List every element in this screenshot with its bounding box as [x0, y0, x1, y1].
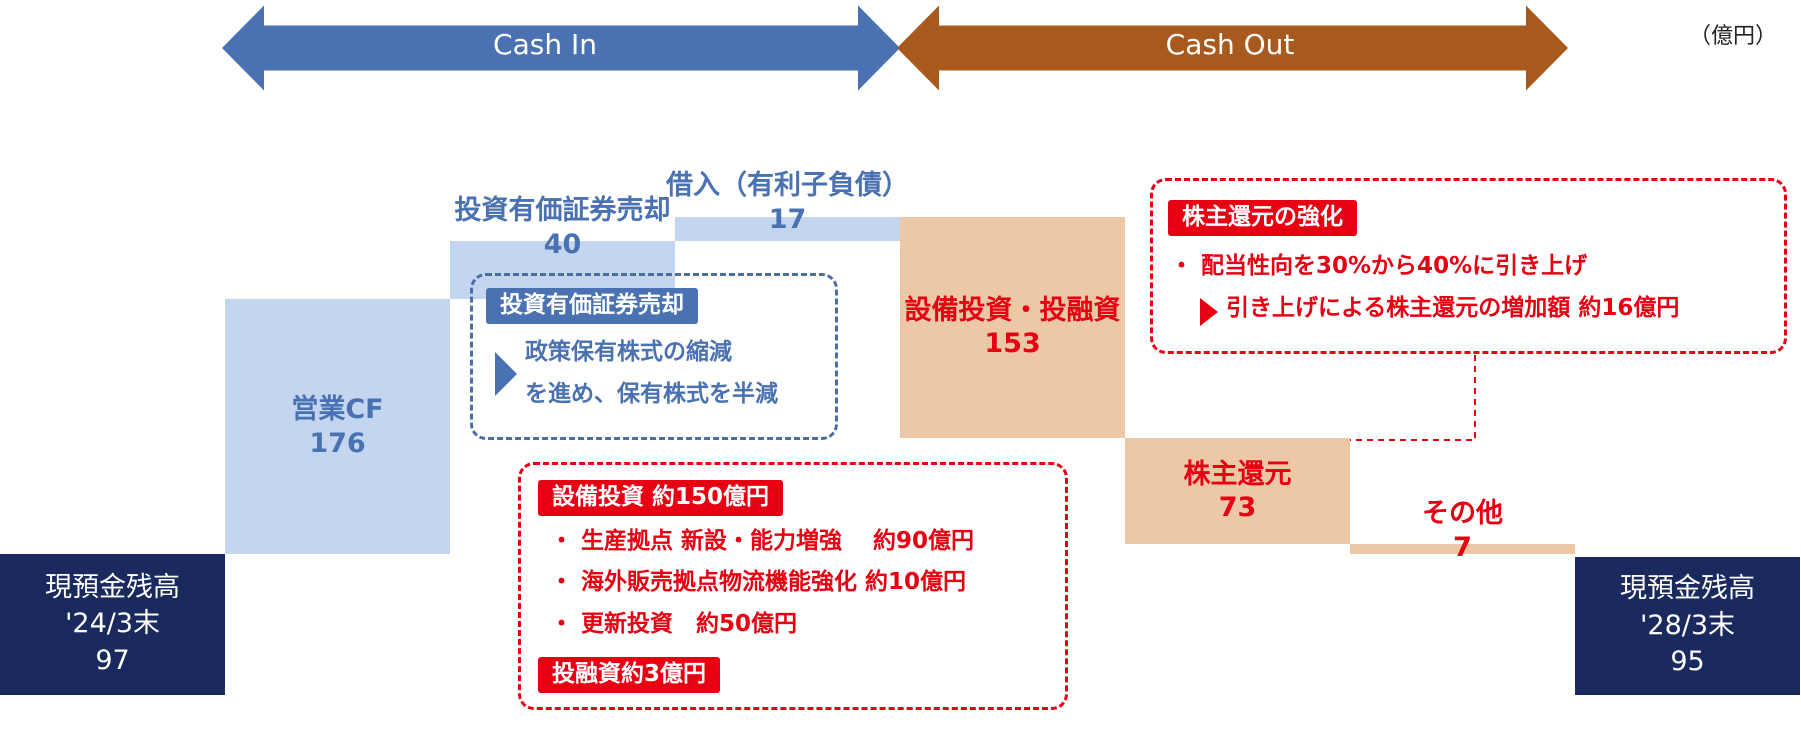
waterfall-name-6: 株主還元 — [1183, 458, 1292, 490]
triangle-right-icon — [495, 352, 517, 396]
waterfall-value-2: 176 — [309, 427, 366, 459]
waterfall-name-5: 設備投資・投融資 — [904, 294, 1121, 326]
capex-note-item-1: ・ 生産拠点 新設・能力増強 約90億円 — [550, 528, 975, 554]
cash-out-label: Cash Out — [1165, 28, 1295, 61]
shareholder-note-box — [1150, 178, 1787, 354]
securities-note-line-2: を進め、保有株式を半減 — [525, 381, 778, 407]
waterfall-label-1: 現預金残高 '24/3末 97 — [0, 570, 255, 680]
waterfall-bar-6 — [1125, 438, 1350, 545]
waterfall-bar-1 — [0, 554, 225, 695]
securities-note-tag: 投資有価証券売却 — [486, 288, 698, 324]
unit-label: （億円） — [1688, 24, 1777, 49]
waterfall-value-5: 153 — [984, 328, 1041, 360]
triangle-right-icon — [1200, 298, 1218, 326]
cash-in-label: Cash In — [493, 28, 597, 61]
waterfall-value-4: 17 — [768, 204, 807, 235]
waterfall-value-3: 40 — [543, 228, 582, 260]
capex-note-item-3: ・ 更新投資 約50億円 — [550, 611, 798, 637]
capex-note-item-2: ・ 海外販売拠点物流機能強化 約10億円 — [550, 569, 967, 595]
waterfall-bar-5 — [900, 216, 1125, 439]
shareholder-note-tag: 株主還元の強化 — [1168, 200, 1357, 236]
waterfall-name-7: その他 — [1422, 497, 1503, 529]
shareholder-note-line-2: 引き上げによる株主還元の増加額 約16億円 — [1226, 295, 1680, 321]
waterfall-label-4: 借入（有利子負債）17 — [645, 169, 930, 237]
shareholder-note-connector — [1350, 355, 1476, 441]
waterfall-bar-2 — [225, 299, 450, 555]
capex-note-tag: 設備投資 約150億円 — [538, 480, 784, 516]
waterfall-value-7: 7 — [1453, 531, 1472, 563]
waterfall-name-3: 投資有価証券売却 — [454, 194, 671, 226]
waterfall-bar-8 — [1575, 557, 1800, 695]
waterfall-bar-4 — [675, 216, 900, 242]
waterfall-name-8-1: 現預金残高 — [1620, 573, 1755, 605]
securities-note-box — [470, 273, 838, 440]
waterfall-name-2: 営業CF — [291, 394, 384, 425]
waterfall-bar-7 — [1350, 544, 1575, 555]
waterfall-name-8-2: '28/3末 — [1639, 609, 1736, 641]
cash-in-arrow — [222, 5, 900, 91]
capex-note-box — [518, 462, 1068, 710]
cash-out-arrow — [897, 5, 1568, 91]
waterfall-value-1: 97 — [95, 645, 130, 677]
investment-loan-tag: 投融資約3億円 — [538, 657, 721, 693]
shareholder-note-line-1: ・ 配当性向を30%から40%に引き上げ — [1170, 253, 1588, 279]
waterfall-value-8: 95 — [1670, 646, 1705, 678]
waterfall-label-8: 現預金残高 '28/3末 95 — [1545, 571, 1801, 681]
waterfall-name-1-2: '24/3末 — [64, 608, 161, 640]
waterfall-value-6: 73 — [1218, 492, 1257, 524]
waterfall-name-4: 借入（有利子負債） — [666, 170, 909, 202]
securities-note-line-1: 政策保有株式の縮減 — [525, 339, 732, 365]
waterfall-name-1-1: 現預金残高 — [45, 571, 180, 603]
